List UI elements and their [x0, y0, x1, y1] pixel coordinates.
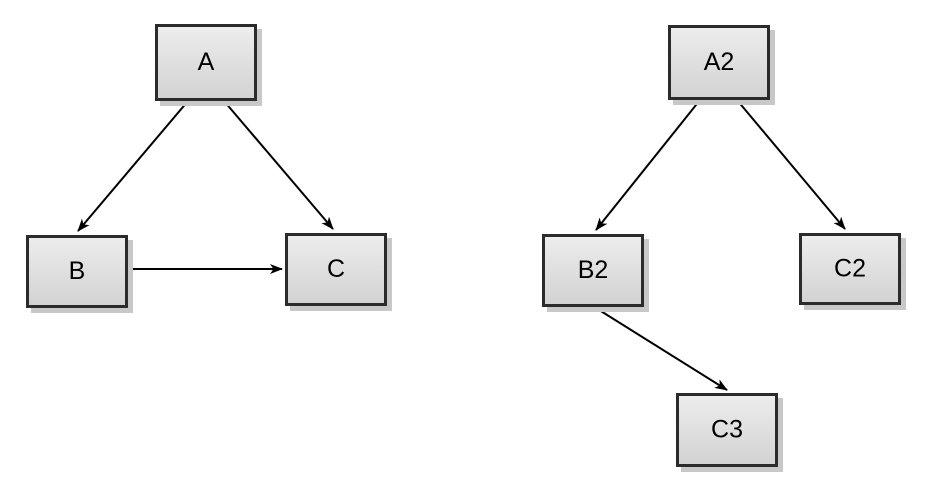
node-C3[interactable]: C3 [676, 393, 784, 473]
node-label-C: C [327, 255, 345, 283]
node-B[interactable]: B [26, 235, 134, 314]
node-C[interactable]: C [285, 233, 393, 312]
node-label-B: B [69, 257, 86, 285]
node-label-A: A [198, 48, 215, 76]
node-label-B2: B2 [578, 256, 609, 284]
node-box-C2[interactable] [799, 233, 901, 305]
node-label-C3: C3 [711, 416, 743, 444]
node-B2[interactable]: B2 [542, 234, 650, 313]
edge-A2-C2[interactable] [736, 99, 846, 230]
edge-group-graph-right [595, 99, 846, 391]
node-box-B2[interactable] [542, 234, 644, 307]
edge-A-B[interactable] [77, 100, 189, 232]
node-A2[interactable]: A2 [668, 25, 776, 106]
node-C2[interactable]: C2 [799, 233, 907, 311]
node-box-A[interactable] [155, 24, 257, 101]
node-label-A2: A2 [704, 48, 735, 76]
node-box-B[interactable] [26, 235, 128, 308]
node-A[interactable]: A [155, 24, 263, 107]
node-box-C[interactable] [285, 233, 387, 306]
node-label-C2: C2 [834, 255, 866, 283]
edge-B2-C3[interactable] [595, 307, 728, 391]
edge-A-C[interactable] [223, 100, 334, 230]
node-group-graph-left: A B C [26, 24, 393, 314]
edge-group-graph-left [77, 100, 334, 274]
edge-A2-B2[interactable] [595, 99, 701, 231]
node-box-A2[interactable] [668, 25, 770, 100]
node-box-C3[interactable] [676, 393, 778, 467]
edges-layer [77, 99, 846, 391]
